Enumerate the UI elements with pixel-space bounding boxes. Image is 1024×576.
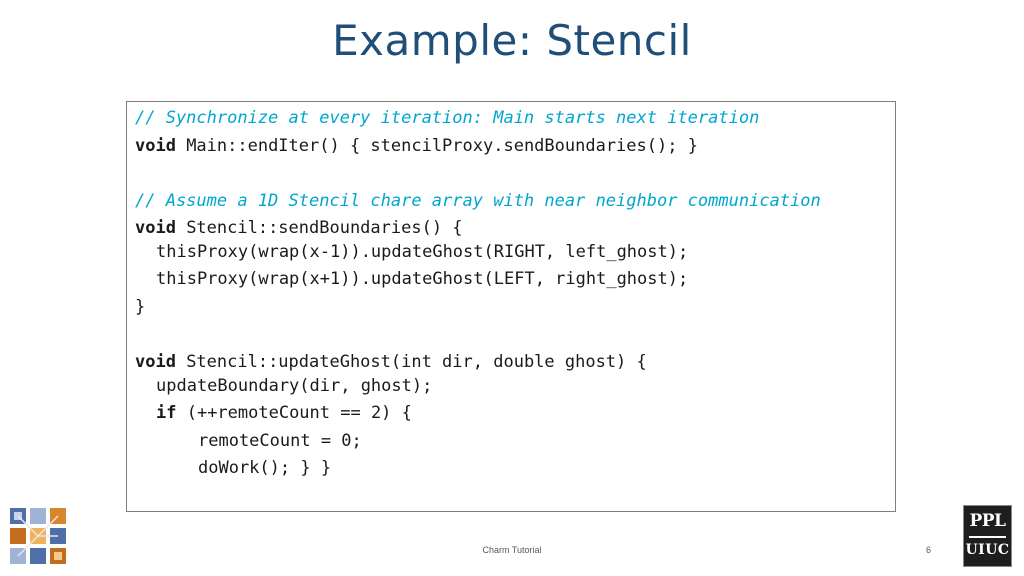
code-text: Stencil::sendBoundaries() { xyxy=(175,218,463,238)
logo-uiuc-text: UIUC xyxy=(965,542,1010,558)
code-line-if: if (++remoteCount == 2) { xyxy=(156,405,412,422)
code-comment-sync: // Synchronize at every iteration: Main … xyxy=(135,108,760,128)
slide-title: Example: Stencil xyxy=(332,16,692,65)
logo-divider xyxy=(969,536,1006,538)
code-line-dowork: doWork(); } } xyxy=(198,458,332,478)
code-line-thisproxy-left: thisProxy(wrap(x-1)).updateGhost(RIGHT, … xyxy=(156,242,689,262)
keyword-void: void xyxy=(135,218,176,238)
code-line-main-enditer: void Main::endIter() { stencilProxy.send… xyxy=(135,138,698,155)
code-line-thisproxy-right: thisProxy(wrap(x+1)).updateGhost(LEFT, r… xyxy=(156,269,689,289)
keyword-void: void xyxy=(135,352,176,372)
code-text: Main::endIter() { stencilProxy.sendBound… xyxy=(175,136,698,156)
logo-ppl-text: PPL xyxy=(969,511,1006,531)
code-line-sendboundaries: void Stencil::sendBoundaries() { xyxy=(135,220,463,237)
code-line-reset-count: remoteCount = 0; xyxy=(198,431,362,451)
code-comment-assume: // Assume a 1D Stencil chare array with … xyxy=(135,191,821,211)
code-block: // Synchronize at every iteration: Main … xyxy=(126,101,896,512)
charm-logo-icon xyxy=(8,506,70,568)
page-number: 6 xyxy=(926,545,932,555)
code-line-updateboundary: updateBoundary(dir, ghost); xyxy=(156,376,433,396)
footer-text: Charm Tutorial xyxy=(482,545,542,555)
code-text: (++remoteCount == 2) { xyxy=(176,403,412,423)
code-line-updateghost: void Stencil::updateGhost(int dir, doubl… xyxy=(135,354,647,371)
ppl-uiuc-logo-icon: PPL UIUC xyxy=(963,505,1012,567)
code-line-close-brace: } xyxy=(135,297,146,317)
code-text: Stencil::updateGhost(int dir, double gho… xyxy=(175,352,647,372)
keyword-void: void xyxy=(135,136,176,156)
keyword-if: if xyxy=(156,403,177,423)
